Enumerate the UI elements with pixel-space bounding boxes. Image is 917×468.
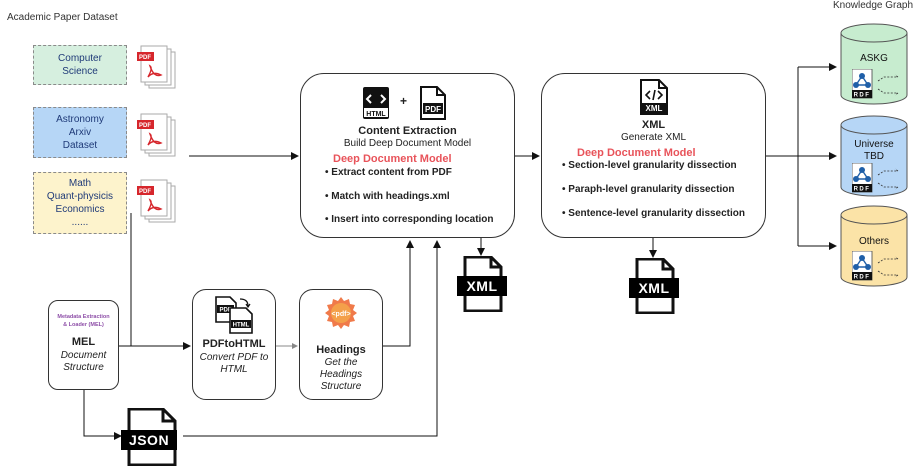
bullet-text: Sentence-level granularity dissection: [568, 208, 746, 219]
kg-label: Universe TBD: [854, 139, 894, 162]
arrow-mel-to-json: [83, 390, 122, 440]
pdf-stack-icon: PDF: [137, 179, 176, 223]
mel-title: MEL: [71, 336, 96, 348]
svg-text:XML: XML: [646, 104, 663, 113]
arrow-headings-to-extraction: [383, 240, 414, 347]
xml-box-subtitle: Generate XML: [620, 132, 687, 143]
mel-logo-text: Metadata Extraction & Loader (MEL): [57, 314, 110, 328]
bullet-text: Insert into corresponding location: [331, 214, 494, 225]
json-output-icon: JSON: [121, 408, 177, 468]
plus-sign: +: [400, 94, 408, 108]
rdf-icon: RDF: [852, 163, 899, 193]
svg-text:<pdf>: <pdf>: [331, 311, 350, 318]
rdf-icon: RDF: [852, 69, 899, 99]
mel-subtitle: Document Structure: [60, 350, 107, 373]
content-extraction-box: HTML + PDF Content Extraction Build Deep…: [300, 73, 515, 238]
svg-text:PDF: PDF: [220, 308, 232, 314]
headings-title: Headings: [316, 344, 366, 356]
xml-output-icon: XML: [457, 256, 507, 312]
xml-box-title: XML: [641, 119, 666, 131]
source-label: Astronomy Arxiv Dataset: [56, 114, 104, 151]
content-extraction-title: Content Extraction: [358, 125, 457, 137]
svg-text:RDF: RDF: [854, 187, 871, 193]
kg-askg: ASKG RDF: [840, 23, 908, 105]
pdftohtml-title: PDFtoHTML: [202, 338, 266, 350]
ddm-label: Deep Document Model: [577, 147, 696, 159]
svg-text:HTML: HTML: [233, 323, 250, 329]
bullet-text: Match with headings.xml: [331, 191, 450, 202]
bullet-item: • Sentence-level granularity dissection: [562, 208, 746, 219]
source-label: Computer Science: [58, 53, 102, 77]
pdftohtml-box: PDF HTML PDFtoHTML Convert PDF to HTML: [192, 289, 276, 400]
svg-text:HTML: HTML: [366, 111, 386, 118]
svg-text:PDF: PDF: [139, 189, 151, 195]
dataset-title: Academic Paper Dataset: [7, 12, 118, 23]
json-output-label: JSON: [121, 430, 177, 450]
bullet-item: • Extract content from PDF: [325, 167, 452, 178]
bullet-text: Extract content from PDF: [331, 167, 452, 178]
source-math: Math Quant-physicis Economics ......: [33, 172, 127, 234]
bullet-item: • Section-level granularity dissection: [562, 160, 737, 171]
html-file-icon: HTML: [363, 87, 389, 119]
bullet-item: • Insert into corresponding location: [325, 214, 494, 225]
xml-output-label: XML: [457, 276, 507, 296]
source-computer-science: Computer Science: [33, 45, 127, 85]
knowledge-graph-title: Knowledge Graph: [833, 0, 914, 11]
svg-text:PDF: PDF: [139, 55, 151, 61]
xml-generate-box: XML XML Generate XML Deep Document Model…: [541, 73, 766, 238]
pdf-stack-icon: PDF: [137, 45, 176, 89]
kg-label: ASKG: [860, 53, 888, 64]
pdftohtml-subtitle: Convert PDF to HTML: [199, 352, 269, 375]
bullet-text: Section-level granularity dissection: [568, 160, 737, 171]
pdf-file-icon: PDF: [420, 86, 446, 120]
kg-label: Others: [858, 236, 889, 247]
xml-output-label: XML: [629, 278, 679, 298]
xml-file-icon: XML: [640, 79, 668, 115]
pdf-badge-icon: <pdf>: [325, 297, 357, 329]
ddm-label: Deep Document Model: [333, 153, 452, 165]
xml-output-icon: XML: [629, 258, 679, 314]
bullet-item: • Match with headings.xml: [325, 191, 450, 202]
svg-text:PDF: PDF: [425, 105, 441, 114]
pdf-to-html-icon: PDF HTML: [215, 296, 253, 334]
pdf-stack-icon: PDF: [137, 113, 176, 157]
bullet-item: • Paraph-level granularity dissection: [562, 184, 735, 195]
source-astronomy: Astronomy Arxiv Dataset: [33, 107, 127, 158]
svg-text:RDF: RDF: [854, 93, 871, 99]
svg-text:PDF: PDF: [139, 123, 151, 129]
source-label: Math Quant-physicis Economics ......: [46, 178, 114, 228]
arrow-json-to-extraction: [183, 240, 441, 437]
content-extraction-subtitle: Build Deep Document Model: [343, 138, 472, 149]
kg-others: Others RDF: [840, 205, 908, 287]
bullet-text: Paraph-level granularity dissection: [568, 184, 735, 195]
headings-subtitle: Get the Headings Structure: [319, 357, 363, 392]
kg-universe: Universe TBD RDF: [840, 115, 908, 197]
svg-text:RDF: RDF: [854, 275, 871, 281]
headings-box: <pdf> Headings Get the Headings Structur…: [299, 289, 383, 400]
rdf-icon: RDF: [852, 251, 899, 281]
mel-box: Metadata Extraction & Loader (MEL) MEL D…: [48, 300, 119, 390]
